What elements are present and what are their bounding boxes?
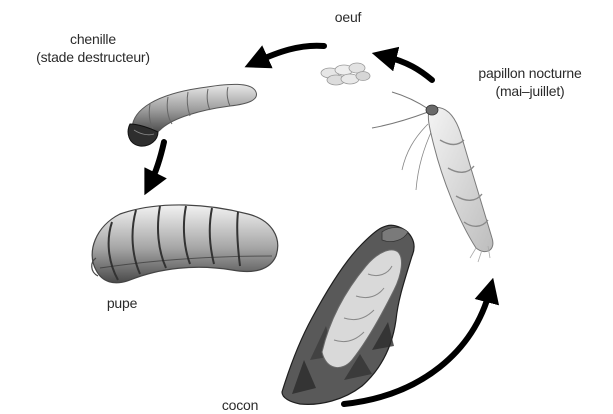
label-chenille: chenille (stade destructeur): [8, 30, 178, 66]
pupa-illustration: [92, 205, 278, 283]
label-chenille-line1: chenille: [8, 30, 178, 48]
cocoon-illustration: [282, 225, 414, 404]
label-pupe-text: pupe: [92, 294, 152, 312]
label-oeuf: oeuf: [318, 8, 378, 26]
label-oeuf-text: oeuf: [318, 8, 378, 26]
label-cocon-text: cocon: [205, 396, 275, 414]
label-papillon-line2: (mai–juillet): [450, 82, 610, 100]
label-chenille-line2: (stade destructeur): [8, 48, 178, 66]
label-papillon: papillon nocturne (mai–juillet): [450, 64, 610, 100]
label-cocon: cocon: [205, 396, 275, 414]
larva-illustration: [128, 84, 256, 146]
label-papillon-line1: papillon nocturne: [450, 64, 610, 82]
egg-cluster-illustration: [321, 63, 370, 85]
arrow-larva-to-pupa: [150, 142, 164, 184]
arrow-egg-to-larva: [256, 46, 324, 62]
arrow-moth-to-egg: [384, 56, 432, 80]
label-pupe: pupe: [92, 294, 152, 312]
